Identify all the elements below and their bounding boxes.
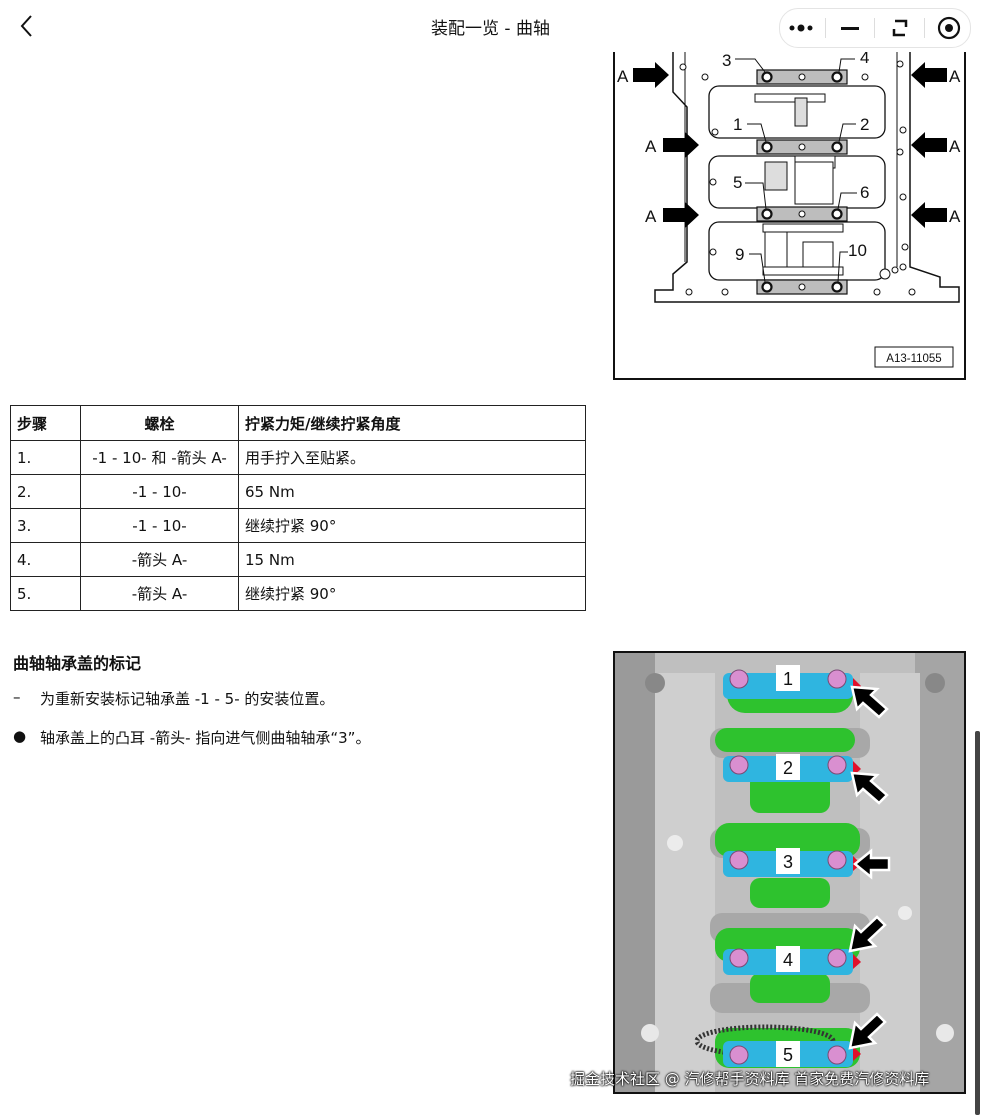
dash-marker: – [13, 688, 21, 706]
mini-program-capsule [779, 8, 971, 48]
table-row: 2. -1 - 10- 65 Nm [10, 474, 586, 509]
bolt-number-label: 4 [860, 52, 869, 67]
list-item-text: 轴承盖上的凸耳 -箭头- 指向进气侧曲轴轴承“3”。 [40, 729, 371, 747]
table-cell: -箭头 A- [80, 576, 239, 611]
arrow-a-label: A [617, 67, 629, 86]
scrollbar[interactable] [975, 731, 980, 1115]
table-cell: 4. [10, 542, 81, 577]
record-target-icon[interactable] [931, 13, 967, 43]
cap-number-label: 1 [783, 669, 793, 689]
minimize-icon[interactable] [832, 13, 868, 43]
bolt-number-label: 3 [722, 52, 731, 70]
section-title: 曲轴轴承盖的标记 [13, 654, 142, 673]
cap-number-label: 3 [783, 852, 793, 872]
table-header-row: 步骤 螺栓 拧紧力矩/继续拧紧角度 [10, 405, 586, 441]
table-cell: 用手拧入至贴紧。 [238, 440, 586, 475]
column-header: 螺栓 [80, 405, 239, 441]
figure-ref-code: A13-11055 [886, 353, 941, 365]
top-bar: 装配一览 - 曲轴 [0, 0, 981, 52]
list-item: – 为重新安装标记轴承盖 -1 - 5- 的安装位置。 [13, 688, 334, 709]
bolt-number-label: 2 [860, 115, 869, 134]
arrow-a-label: A [949, 137, 961, 156]
table-row: 4. -箭头 A- 15 Nm [10, 542, 586, 577]
table-cell: 继续拧紧 90° [238, 508, 586, 543]
bolt-number-label: 5 [733, 173, 742, 192]
bolt-number-label: 10 [848, 241, 867, 260]
capsule-divider [874, 18, 876, 38]
capsule-divider [825, 18, 827, 38]
column-header: 拧紧力矩/继续拧紧角度 [238, 405, 586, 441]
table-cell: -1 - 10- 和 -箭头 A- [80, 440, 239, 475]
table-cell: 继续拧紧 90° [238, 576, 586, 611]
watermark: 掘金技术社区 @ 汽修帮手资料库 首家免费汽修资料库 [570, 1070, 930, 1088]
table-cell: 1. [10, 440, 81, 475]
arrow-a-label: A [949, 67, 961, 86]
more-dots-icon[interactable] [783, 13, 819, 43]
bolt-number-label: 9 [735, 245, 744, 264]
table-cell: 5. [10, 576, 81, 611]
bearing-cap-render: 1 2 3 4 5 [613, 651, 966, 1094]
rotate-icon[interactable] [882, 13, 918, 43]
arrow-a-label: A [645, 137, 657, 156]
table-cell: 65 Nm [238, 474, 586, 509]
list-item: ● 轴承盖上的凸耳 -箭头- 指向进气侧曲轴轴承“3”。 [13, 727, 370, 748]
column-header: 步骤 [10, 405, 81, 441]
bolt-number-label: 6 [860, 183, 869, 202]
chevron-left-icon[interactable] [14, 12, 42, 40]
table-cell: -1 - 10- [80, 474, 239, 509]
bolt-sequence-diagram: A A A A A A 3 4 1 2 5 6 9 10 A13-11055 [613, 52, 966, 380]
torque-table: 步骤 螺栓 拧紧力矩/继续拧紧角度 1. -1 - 10- 和 -箭头 A- 用… [10, 405, 586, 611]
table-cell: 15 Nm [238, 542, 586, 577]
cap-number-label: 5 [783, 1045, 793, 1065]
table-cell: -1 - 10- [80, 508, 239, 543]
table-row: 5. -箭头 A- 继续拧紧 90° [10, 576, 586, 611]
arrow-a-label: A [645, 207, 657, 226]
arrow-a-label: A [949, 207, 961, 226]
table-row: 3. -1 - 10- 继续拧紧 90° [10, 508, 586, 543]
cap-number-label: 2 [783, 758, 793, 778]
table-cell: 3. [10, 508, 81, 543]
table-row: 1. -1 - 10- 和 -箭头 A- 用手拧入至贴紧。 [10, 440, 586, 475]
bolt-number-label: 1 [733, 115, 742, 134]
capsule-divider [923, 18, 925, 38]
page-title: 装配一览 - 曲轴 [431, 19, 550, 39]
bullet-marker: ● [13, 727, 27, 745]
list-item-text: 为重新安装标记轴承盖 -1 - 5- 的安装位置。 [40, 690, 335, 708]
table-cell: -箭头 A- [80, 542, 239, 577]
cap-number-label: 4 [783, 950, 793, 970]
table-cell: 2. [10, 474, 81, 509]
